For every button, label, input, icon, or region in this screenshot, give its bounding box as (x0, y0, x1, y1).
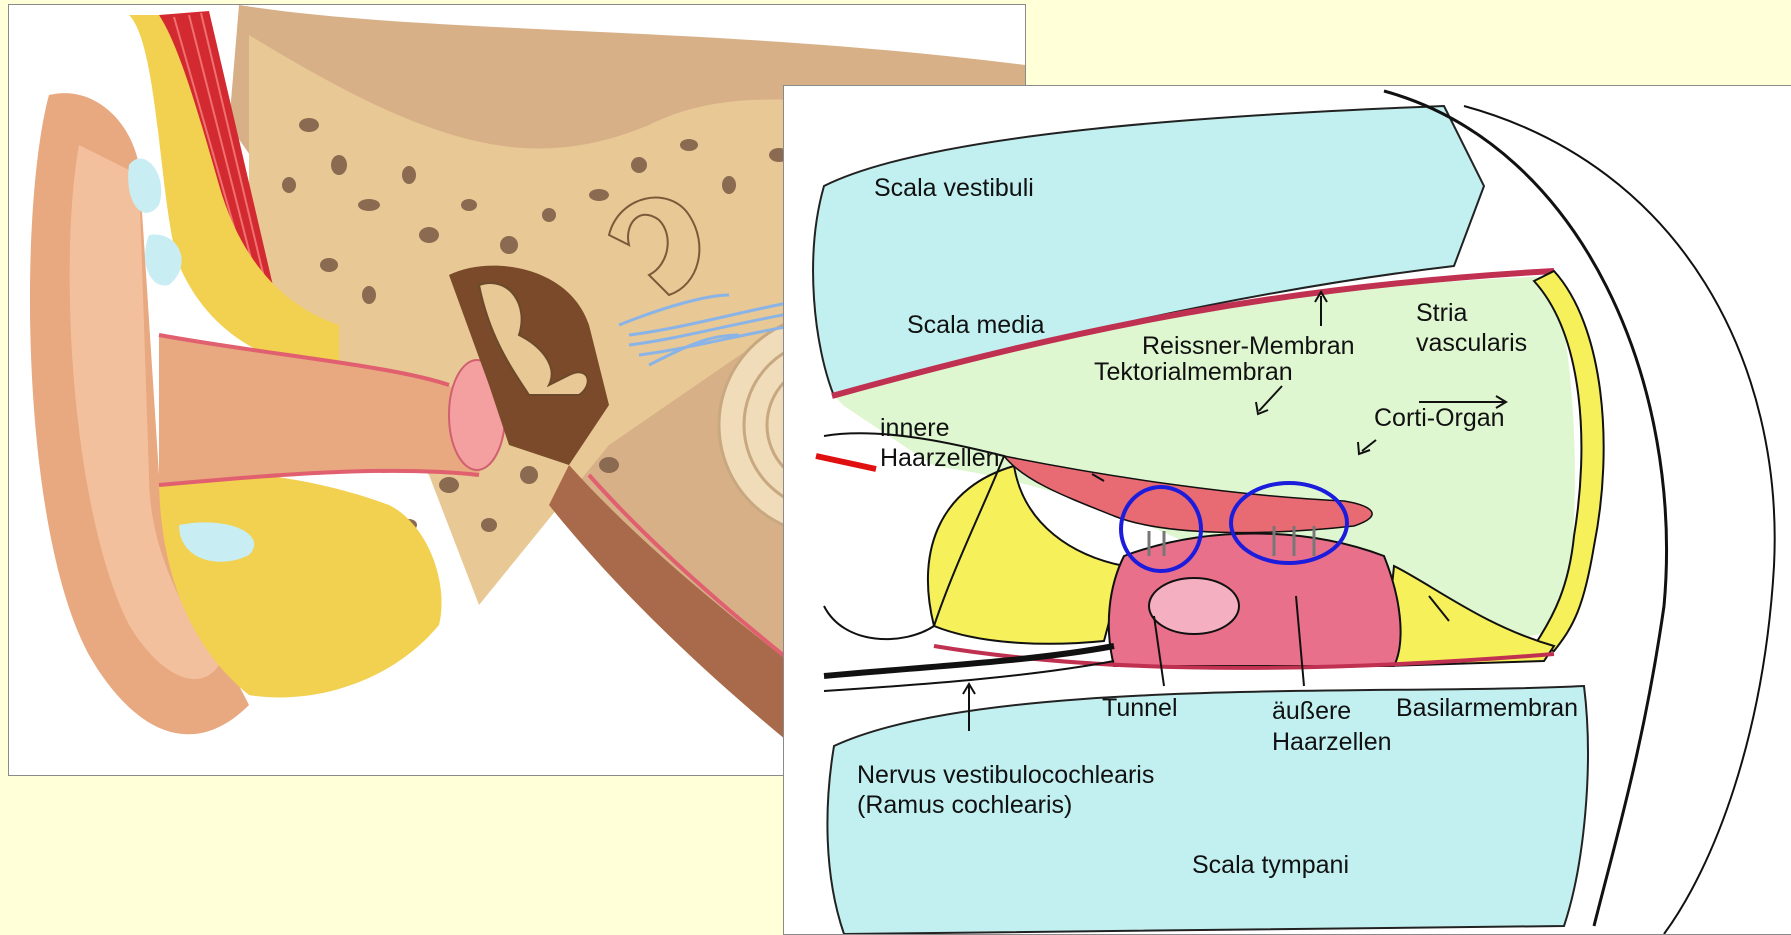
label-aeussere-line1: äußere (1272, 697, 1351, 725)
label-reissner-membran: Reissner-Membran (1142, 332, 1355, 360)
tunnel-of-corti (1149, 578, 1239, 634)
label-basilarmembran: Basilarmembran (1396, 694, 1578, 722)
red-pointer-mark (816, 456, 876, 469)
label-nervus-line1: Nervus vestibulocochlearis (857, 761, 1154, 789)
label-tunnel: Tunnel (1102, 694, 1178, 722)
label-stria-line1: Stria (1416, 299, 1468, 327)
label-innere-line1: innere (880, 414, 950, 442)
cochlea-diagram: Scala vestibuli Reissner-Membran Scala m… (784, 86, 1791, 934)
label-aeussere-line2: Haarzellen (1272, 728, 1392, 756)
label-innere-line2: Haarzellen (880, 444, 1000, 472)
cochlea-diagram-panel: Scala vestibuli Reissner-Membran Scala m… (783, 85, 1791, 935)
label-scala-vestibuli: Scala vestibuli (874, 174, 1034, 202)
label-corti-organ: Corti-Organ (1374, 404, 1505, 432)
label-stria-line2: vascularis (1416, 329, 1527, 357)
label-scala-tympani: Scala tympani (1192, 851, 1349, 879)
label-tektorialmembran: Tektorialmembran (1094, 358, 1293, 386)
label-scala-media: Scala media (907, 311, 1045, 339)
label-nervus-line2: (Ramus cochlearis) (857, 791, 1072, 819)
